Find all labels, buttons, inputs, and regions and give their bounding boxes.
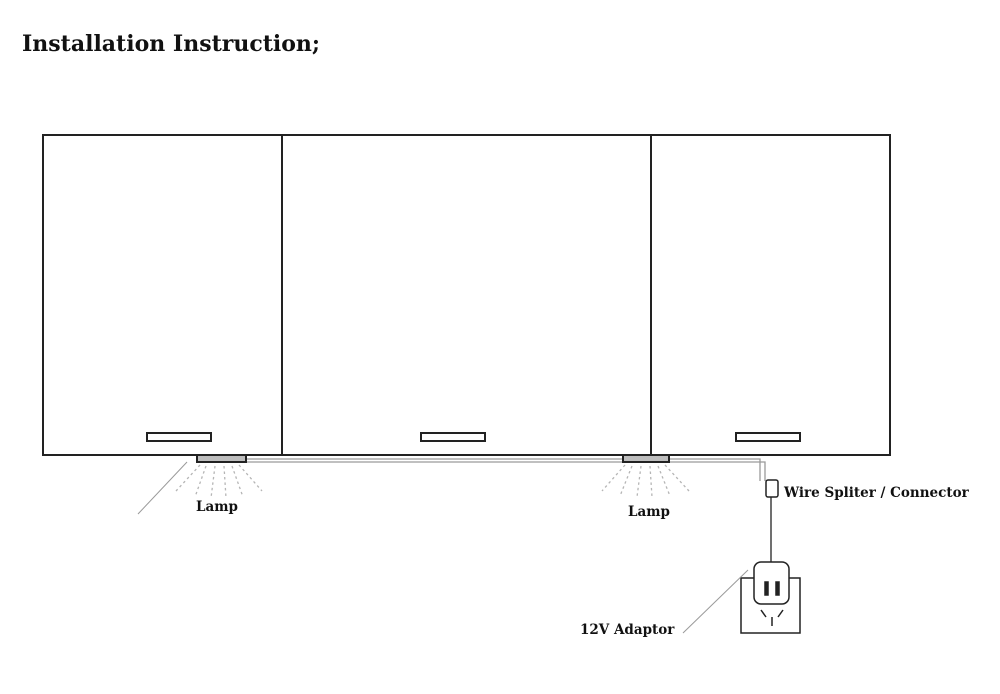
socket-pin-left xyxy=(760,609,767,618)
handle-middle-door xyxy=(420,432,486,442)
adaptor-label: 12V Adaptor xyxy=(580,622,675,638)
lamp-left-fixture xyxy=(196,454,247,463)
light-rays-right-icon xyxy=(601,464,690,498)
socket-pin-right xyxy=(777,609,784,618)
lamp-left xyxy=(175,454,263,499)
handle-left-door xyxy=(146,432,212,442)
wire-lamp-to-lamp xyxy=(246,458,623,463)
lamp-right xyxy=(601,454,690,498)
adaptor-plug xyxy=(753,561,790,605)
page-title: Installation Instruction; xyxy=(22,31,320,57)
handle-right-door xyxy=(735,432,801,442)
adaptor-prong-right xyxy=(775,581,780,596)
splitter-connector-icon xyxy=(765,479,779,498)
lamp-left-label: Lamp xyxy=(196,499,238,515)
light-rays-left-icon xyxy=(175,464,263,499)
cabinet-outline xyxy=(42,134,891,456)
wire-lamp-to-splitter xyxy=(669,458,766,481)
door-handles xyxy=(146,432,801,442)
lead-line-adaptor xyxy=(682,569,749,634)
adaptor-plug-icon xyxy=(753,561,790,605)
wire-splitter xyxy=(765,479,779,570)
lamp-right-label: Lamp xyxy=(628,504,670,520)
lead-line-left xyxy=(137,461,188,515)
splitter-label: Wire Spliter / Connector xyxy=(783,485,970,501)
wall-cabinet xyxy=(42,134,891,456)
lamp-right-fixture xyxy=(622,454,670,463)
adaptor-prong-left xyxy=(764,581,769,596)
wiring xyxy=(137,458,766,515)
